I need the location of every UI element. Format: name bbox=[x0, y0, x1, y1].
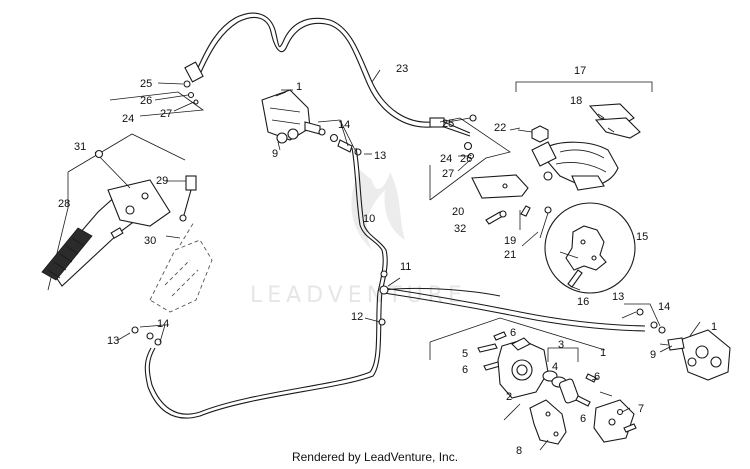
callout-13-upper: 13 bbox=[374, 150, 386, 162]
callout-5: 5 bbox=[462, 348, 468, 360]
callout-2: 2 bbox=[506, 391, 512, 403]
callout-14-right: 14 bbox=[658, 301, 670, 313]
callout-18: 18 bbox=[570, 95, 582, 107]
callout-11: 11 bbox=[400, 261, 411, 273]
callout-32: 32 bbox=[454, 223, 466, 235]
callout-4: 4 bbox=[552, 361, 558, 373]
upper-left-cable-bracket bbox=[109, 80, 205, 117]
callout-26-left: 26 bbox=[140, 95, 152, 107]
callout-6-right: 6 bbox=[594, 371, 600, 383]
callout-16: 16 bbox=[577, 296, 589, 308]
callout-27-left: 27 bbox=[160, 108, 172, 120]
callout-25-right: 25 bbox=[442, 118, 454, 130]
callout-25-left: 25 bbox=[140, 78, 152, 90]
callout-9-lower-right: 9 bbox=[650, 349, 656, 361]
callout-8: 8 bbox=[516, 445, 522, 457]
callout-26-right: 26 bbox=[460, 153, 472, 165]
lower-right-caliper bbox=[659, 329, 731, 381]
callout-12: 12 bbox=[351, 311, 363, 323]
callout-10: 10 bbox=[363, 213, 375, 225]
callout-6-top: 6 bbox=[510, 327, 516, 339]
callout-22: 22 bbox=[494, 122, 506, 134]
callout-1-lower-right: 1 bbox=[711, 321, 717, 333]
caliper-exploded-parts bbox=[429, 317, 637, 445]
leader-lines bbox=[275, 69, 701, 451]
callout-6-left: 6 bbox=[462, 364, 468, 376]
callout-27-right: 27 bbox=[442, 168, 454, 180]
callout-labels: 1 9 14 13 23 25 26 27 24 31 28 29 30 10 … bbox=[58, 63, 717, 457]
callout-1-lower: 1 bbox=[600, 347, 606, 359]
callout-31: 31 bbox=[74, 141, 86, 153]
brake-disc bbox=[544, 202, 636, 294]
callout-13-lower-left: 13 bbox=[107, 335, 119, 347]
callout-3: 3 bbox=[558, 339, 564, 351]
render-credit: Rendered by LeadVenture, Inc. bbox=[291, 450, 459, 464]
callout-17: 17 bbox=[574, 65, 586, 77]
watermark: LEADVENTURE bbox=[250, 170, 467, 308]
parking-brake-cable bbox=[184, 12, 471, 137]
callout-15: 15 bbox=[636, 231, 648, 243]
callout-14-lower-left: 14 bbox=[157, 318, 169, 330]
rear-caliper-assembly bbox=[515, 81, 653, 191]
callout-24-left: 24 bbox=[122, 113, 134, 125]
callout-13-right: 13 bbox=[612, 291, 624, 303]
watermark-text: LEADVENTURE bbox=[250, 283, 467, 308]
right-upper-bracket bbox=[429, 114, 552, 239]
upper-caliper-assembly bbox=[261, 89, 372, 156]
callout-23: 23 bbox=[396, 63, 408, 75]
callout-19: 19 bbox=[504, 235, 516, 247]
callout-28: 28 bbox=[58, 198, 70, 210]
callout-30: 30 bbox=[144, 235, 156, 247]
callout-6-bottom: 6 bbox=[580, 413, 586, 425]
callout-20: 20 bbox=[452, 206, 464, 218]
brake-line bbox=[117, 147, 666, 419]
callout-9-upper: 9 bbox=[272, 148, 278, 160]
callout-24-right: 24 bbox=[440, 153, 452, 165]
callout-1-upper: 1 bbox=[296, 81, 302, 93]
callout-29: 29 bbox=[156, 175, 168, 187]
callout-14-upper: 14 bbox=[338, 119, 350, 131]
callout-21: 21 bbox=[504, 249, 516, 261]
hand-brake-lever-assembly bbox=[41, 133, 213, 313]
callout-7: 7 bbox=[638, 403, 644, 415]
